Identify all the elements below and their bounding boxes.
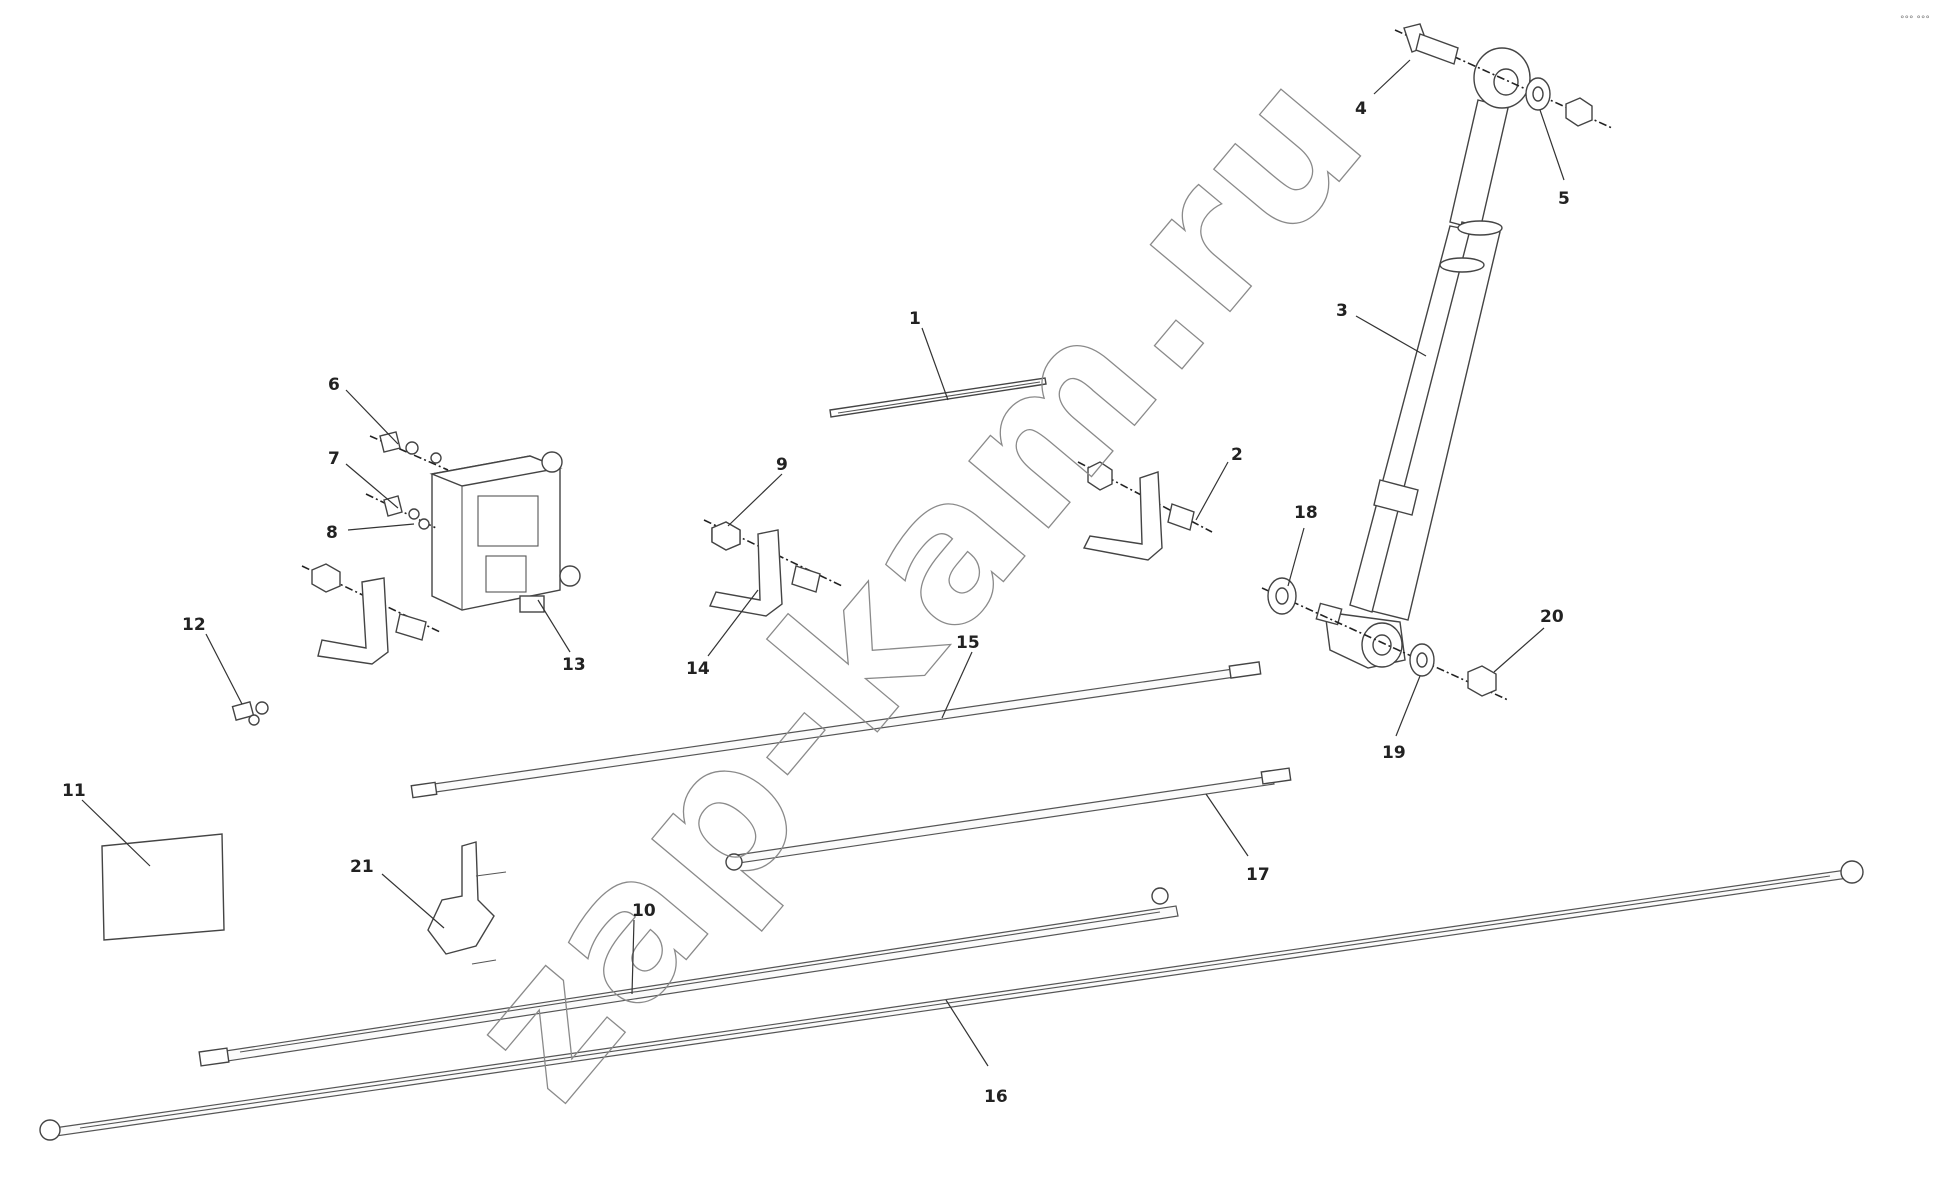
callout-2: 2 (1231, 445, 1243, 465)
callout-7: 7 (328, 449, 340, 469)
callout-15: 15 (956, 633, 980, 653)
pump-bracket (311, 563, 427, 665)
part-10-hose (198, 887, 1179, 1067)
corner-mark: °°° °°° (1900, 15, 1930, 25)
callout-6: 6 (328, 375, 340, 395)
callout-14: 14 (686, 659, 710, 679)
part-18-washer (1267, 577, 1297, 615)
callout-18: 18 (1294, 503, 1318, 523)
part-1-rod (829, 377, 1047, 418)
callout-16: 16 (984, 1087, 1008, 1107)
callout-13: 13 (562, 655, 586, 675)
callout-9: 9 (776, 455, 788, 475)
part-17-hose (725, 767, 1292, 871)
callout-10: 10 (632, 901, 656, 921)
part-2-bracket (1082, 461, 1195, 561)
part-9-nut (711, 521, 741, 551)
part-13-pump (429, 451, 581, 613)
callout-3: 3 (1336, 301, 1348, 321)
part-8-washer (418, 518, 430, 530)
callout-11: 11 (62, 781, 86, 801)
part-15-hose (410, 661, 1262, 799)
part-11-plate (101, 833, 225, 941)
part-19-washer (1409, 643, 1435, 677)
bottom-pin-axis (1261, 587, 1509, 701)
callout-8: 8 (326, 523, 338, 543)
callout-5: 5 (1558, 189, 1570, 209)
callout-4: 4 (1355, 99, 1367, 119)
part-20-nut (1467, 665, 1497, 697)
leader-lines (81, 59, 1565, 1067)
callout-17: 17 (1246, 865, 1270, 885)
callout-21: 21 (350, 857, 374, 877)
callout-19: 19 (1382, 743, 1406, 763)
part-7-fitting (383, 495, 420, 520)
part-21-clamp (427, 841, 507, 965)
part-5-washer (1525, 77, 1551, 111)
part-16-hose (39, 860, 1864, 1141)
callout-labels: 1 2 3 4 5 6 7 8 9 10 11 12 13 14 15 16 1… (62, 99, 1570, 1107)
part-4-pin (1403, 23, 1459, 65)
part-6-fitting (379, 431, 442, 464)
top-nut (1565, 97, 1593, 127)
callout-1: 1 (909, 309, 921, 329)
callout-20: 20 (1540, 607, 1564, 627)
part-6-axis (369, 435, 449, 471)
callout-12: 12 (182, 615, 206, 635)
part-12-fitting (231, 701, 269, 726)
